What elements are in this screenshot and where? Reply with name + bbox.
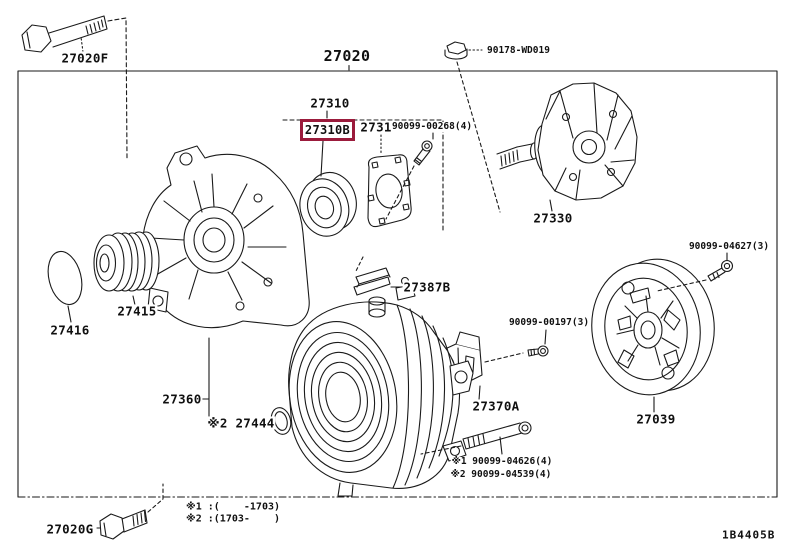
part-label-27416[interactable]: 27416 [49, 322, 91, 338]
part-label-27312[interactable]: 27312 [359, 119, 401, 135]
part-label-27330[interactable]: 27330 [532, 210, 574, 226]
part-label-27415[interactable]: 27415 [116, 303, 158, 319]
part-label-27360[interactable]: 27360 [161, 391, 203, 407]
end-cover-drawing [591, 258, 715, 413]
through-bolt-drawing [420, 421, 532, 455]
part-label-27387b[interactable]: 27387B [402, 279, 452, 295]
part-label-90099-04627[interactable]: 90099-04627(3) [687, 241, 771, 253]
part-label-27444[interactable]: ※2 27444 [206, 415, 276, 431]
legend-line-2: ※2 :(1703- ) [186, 513, 281, 525]
part-label-27310[interactable]: 27310 [309, 95, 351, 111]
nut-90178-drawing [444, 41, 501, 213]
bearing-drawing [299, 140, 357, 237]
part-label-90099-04539[interactable]: ※2 90099-04539(4) [449, 469, 553, 481]
part-label-27370a[interactable]: 27370A [471, 398, 521, 414]
legend-line-1: ※1 :( -1703) [186, 501, 281, 513]
highlight-box-27310b[interactable]: 27310B [300, 119, 355, 141]
part-label-27020f[interactable]: 27020F [60, 50, 110, 66]
part-label-27310b[interactable]: 27310B [304, 123, 351, 137]
bolt-27020g-drawing [96, 483, 164, 540]
terminal-insulator-drawing [353, 256, 407, 296]
plate-screw-drawing [385, 132, 434, 220]
leader-lines [197, 63, 350, 424]
part-label-90099-00197[interactable]: 90099-00197(3) [507, 317, 591, 329]
bolt-27020f-drawing [21, 15, 128, 159]
part-label-90178-wd019[interactable]: 90178-WD019 [486, 45, 551, 57]
part-label-27020g[interactable]: 27020G [45, 521, 95, 537]
figure-code: 1B4405B [722, 528, 776, 542]
cover-screw-drawing [656, 252, 734, 292]
front-bracket-drawing [141, 145, 310, 329]
part-label-27020[interactable]: 27020 [322, 47, 372, 66]
part-label-90099-00268[interactable]: 90099-00268(4) [390, 121, 474, 133]
retainer-plate-drawing [367, 134, 412, 228]
rotor-drawing [496, 82, 638, 212]
part-label-90099-04626[interactable]: ※1 90099-04626(4) [450, 456, 554, 468]
part-label-27039[interactable]: 27039 [635, 411, 677, 427]
holder-screw-drawing [527, 329, 549, 357]
pulley-drawing [93, 231, 160, 306]
pulley-cap-drawing [47, 250, 83, 323]
